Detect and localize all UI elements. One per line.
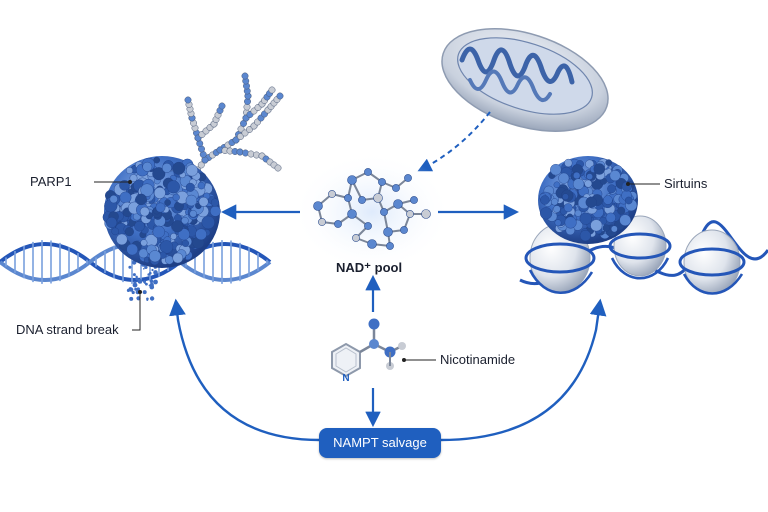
nampt-to-sirtuins-arc: [439, 298, 607, 442]
chromatin-icon: [519, 215, 768, 295]
dna-break-leader: [132, 292, 141, 331]
parp1-protein-icon: [102, 156, 221, 268]
mitochondrion-icon: [441, 28, 609, 132]
nampt-to-parp1-arc: [169, 298, 321, 442]
dna-break-fragments: [126, 260, 158, 301]
nicotinamide-molecule-icon: N: [331, 318, 406, 384]
parp1-label: PARP1: [30, 174, 72, 189]
nicotinamide-label: Nicotinamide: [440, 352, 516, 367]
mito-to-nad-arrow: [417, 111, 491, 172]
nampt-salvage-badge: NAMPT salvage: [319, 428, 441, 458]
nad-molecule-icon: [313, 168, 431, 250]
sirtuins-label: Sirtuins: [664, 176, 708, 191]
nad-glow: [292, 152, 452, 272]
sirtuin-protein-icon: [538, 156, 638, 244]
ring-nitrogen-label: N: [342, 373, 349, 384]
nad-pool-label: NAD⁺ pool: [336, 260, 403, 275]
dna-strand-break-label: DNA strand break: [16, 322, 119, 337]
